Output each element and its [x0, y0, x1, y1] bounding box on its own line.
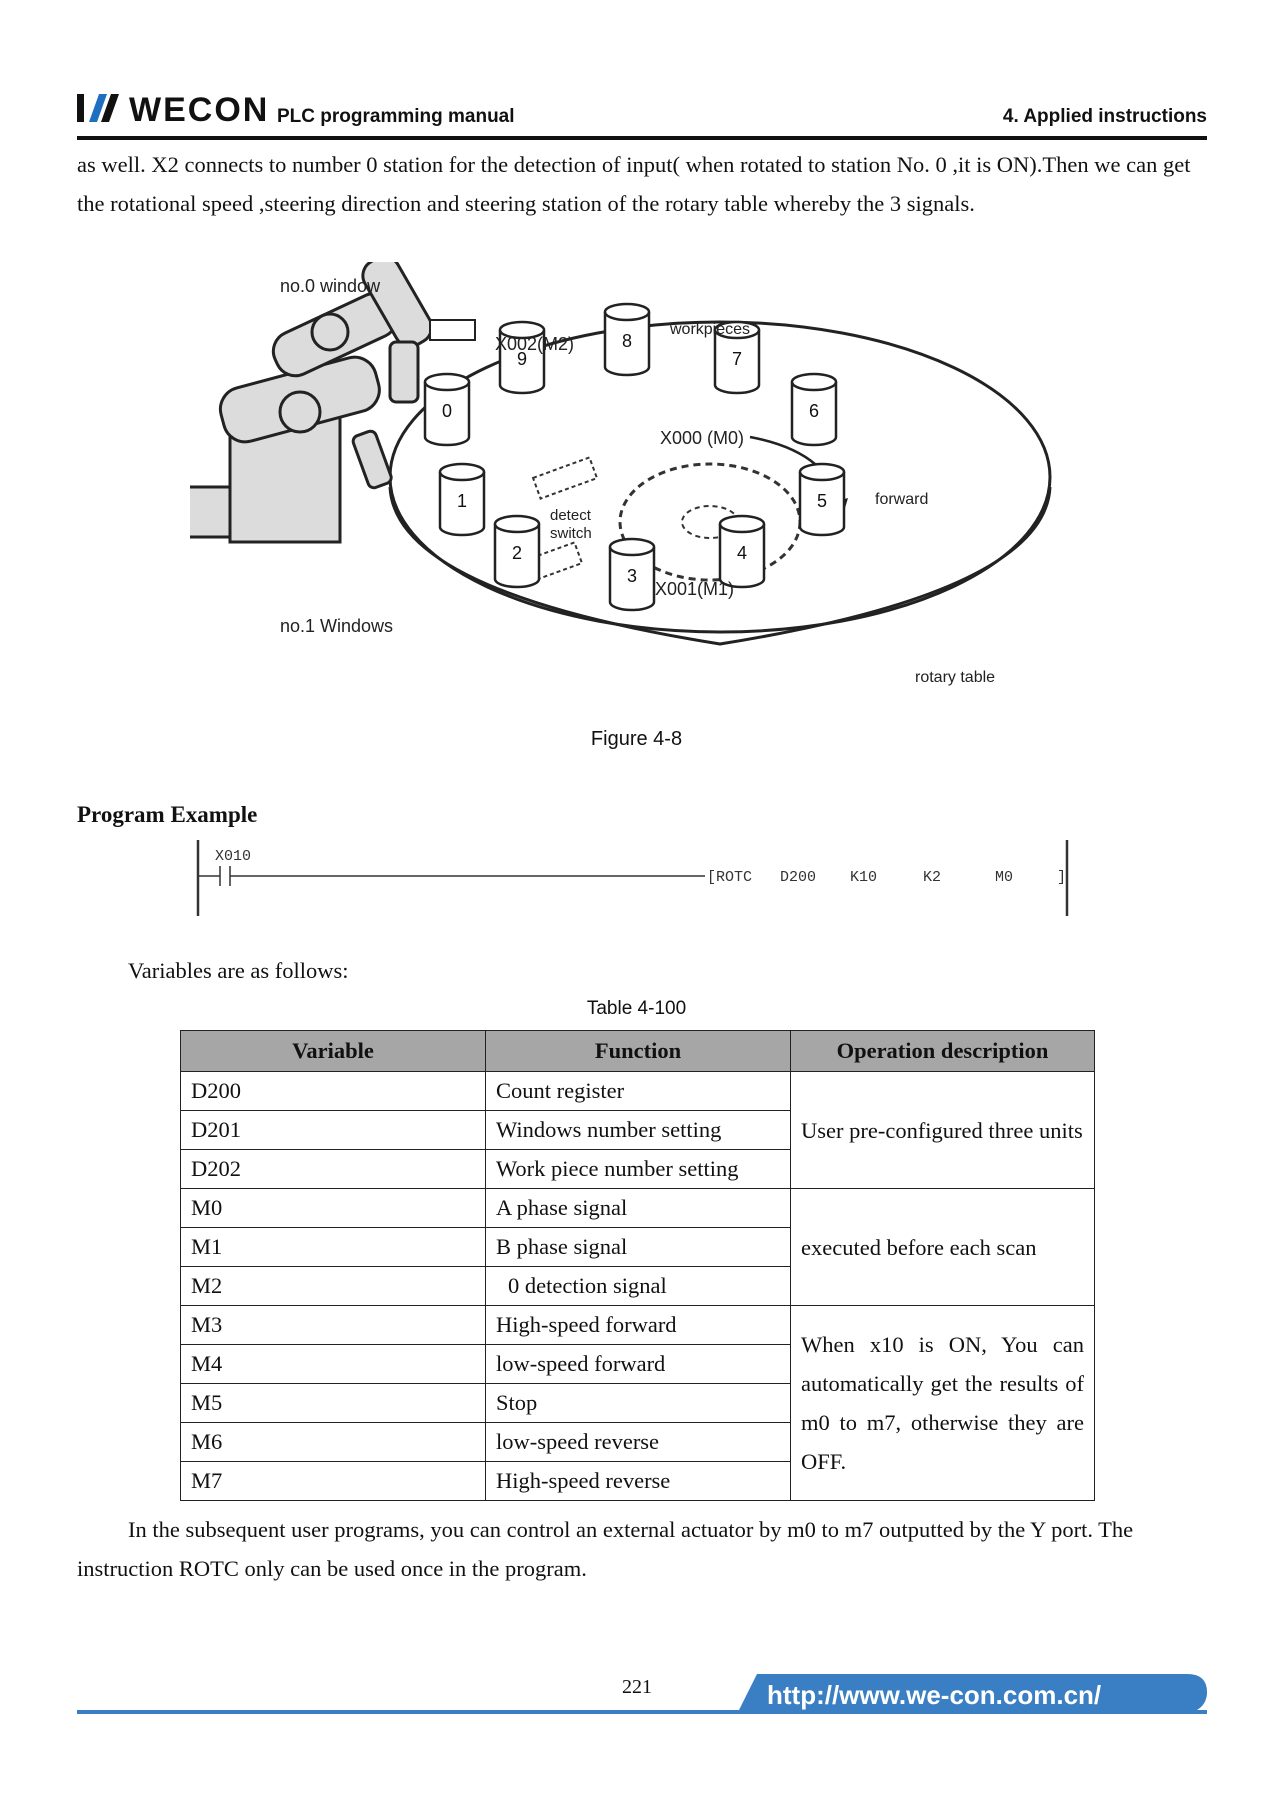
- rotary-table-figure: 0 1 2 3 4 5 6 7 8 9 no.0 window no.1 Win…: [190, 262, 1052, 686]
- svg-text:3: 3: [627, 566, 637, 586]
- svg-text:2: 2: [512, 543, 522, 563]
- footer-url-link: http://www.we-con.com.cn/: [767, 1680, 1101, 1710]
- manual-title: PLC programming manual: [277, 106, 515, 127]
- station-7: 7: [713, 320, 761, 395]
- closing-paragraph: In the subsequent user programs, you can…: [77, 1517, 1134, 1581]
- cell-function: Count register: [485, 1071, 791, 1111]
- svg-text:9: 9: [517, 349, 527, 369]
- header-function: Function: [485, 1030, 791, 1072]
- figure-caption: Figure 4-8: [590, 728, 683, 750]
- cell-variable: M7: [180, 1461, 486, 1501]
- contact-label: X010: [215, 848, 251, 865]
- cell-function: High-speed reverse: [485, 1461, 791, 1501]
- sensor-x002: [429, 319, 476, 341]
- table-row: M2 0 detection signal: [180, 1266, 1095, 1306]
- cell-variable: M0: [180, 1188, 486, 1228]
- cell-variable: D202: [180, 1149, 486, 1189]
- page-header: WECON PLC programming manual 4. Applied …: [77, 88, 1207, 136]
- operand-k2: K2: [923, 869, 941, 886]
- ladder-diagram: X010 [ROTC D200 K10 K2 M0 ]: [196, 840, 1069, 916]
- table-header-row: Variable Function Operation description: [180, 1030, 1095, 1072]
- label-no0-window: no.0 window: [280, 276, 381, 296]
- svg-text:4: 4: [737, 543, 747, 563]
- header-operation-description: Operation description: [790, 1030, 1095, 1072]
- cell-variable: M2: [180, 1266, 486, 1306]
- section-title: 4. Applied instructions: [1002, 106, 1207, 127]
- label-x000: X000 (M0): [660, 428, 744, 448]
- intro-paragraph: as well. X2 connects to number 0 station…: [77, 152, 1191, 216]
- label-no1-windows: no.1 Windows: [280, 616, 393, 636]
- svg-text:0: 0: [442, 401, 452, 421]
- instruction-close: ]: [1057, 869, 1066, 886]
- table-row: D200 Count register User pre-configured …: [180, 1071, 1095, 1189]
- cell-function: low-speed reverse: [485, 1422, 791, 1462]
- cell-variable: M3: [180, 1305, 486, 1345]
- rotary-table-rim: [388, 486, 1052, 646]
- table-row: M7 High-speed reverse: [180, 1461, 1095, 1501]
- cell-variable: D201: [180, 1110, 486, 1150]
- variables-intro: Variables are as follows:: [128, 958, 349, 983]
- table-row: M4 low-speed forward: [180, 1344, 1095, 1384]
- station-3: 3: [608, 537, 656, 612]
- cell-variable: D200: [180, 1071, 486, 1111]
- svg-text:6: 6: [809, 401, 819, 421]
- station-9: 9: [498, 320, 546, 395]
- robot-arm: [190, 262, 434, 544]
- cell-description: User pre-configured three units: [790, 1071, 1095, 1189]
- station-6: 6: [790, 372, 838, 447]
- cell-function: Work piece number setting: [485, 1149, 791, 1189]
- cell-variable: M4: [180, 1344, 486, 1384]
- page-number: 221: [622, 1676, 652, 1698]
- station-2: 2: [493, 514, 541, 589]
- label-switch: switch: [550, 525, 592, 542]
- header-divider: [77, 136, 1207, 140]
- svg-text:8: 8: [622, 331, 632, 351]
- label-rotary-table: rotary table: [915, 669, 995, 686]
- cell-function: Stop: [485, 1383, 791, 1423]
- cell-variable: M6: [180, 1422, 486, 1462]
- station-8: 8: [603, 302, 651, 377]
- station-4: 4: [718, 514, 766, 589]
- cell-function: High-speed forward: [485, 1305, 791, 1345]
- svg-text:7: 7: [732, 349, 742, 369]
- table-caption: Table 4-100: [586, 998, 687, 1019]
- label-forward: forward: [875, 491, 928, 508]
- cell-variable: M5: [180, 1383, 486, 1423]
- cell-function: low-speed forward: [485, 1344, 791, 1384]
- variables-table: Variable Function Operation description …: [180, 1030, 1095, 1501]
- station-1: 1: [438, 462, 486, 537]
- page-footer: http://www.we-con.com.cn/: [77, 1674, 1207, 1714]
- logo-text: WECON: [129, 91, 267, 126]
- table-row: D202 Work piece number setting: [180, 1149, 1095, 1189]
- operand-d200: D200: [780, 869, 816, 886]
- svg-text:5: 5: [817, 491, 827, 511]
- program-example-heading: Program Example: [77, 802, 258, 827]
- label-x001: X001(M1): [655, 579, 734, 599]
- cell-variable: M1: [180, 1227, 486, 1267]
- workpiece-cylinders: 0 1 2 3 4 5 6 7 8 9: [423, 302, 846, 612]
- cell-function: A phase signal: [485, 1188, 791, 1228]
- cell-function: B phase signal: [485, 1227, 791, 1267]
- wecon-logo: WECON: [77, 91, 267, 126]
- cell-function: Windows number setting: [485, 1110, 791, 1150]
- svg-text:1: 1: [457, 491, 467, 511]
- station-0: 0: [423, 372, 471, 447]
- header-variable: Variable: [180, 1030, 486, 1072]
- sensor-x000: [531, 456, 599, 500]
- label-x002: X002(M2): [495, 334, 574, 354]
- table-row: M3 High-speed forward When x10 is ON, Yo…: [180, 1305, 1095, 1501]
- station-5: 5: [798, 462, 846, 537]
- cell-description: executed before each scan: [790, 1188, 1095, 1306]
- table-row: M0 A phase signal executed before each s…: [180, 1188, 1095, 1306]
- operand-k10: K10: [850, 869, 877, 886]
- label-detect: detect: [550, 507, 592, 524]
- label-workpieces: workpieces: [669, 321, 750, 338]
- cell-description: When x10 is ON, You can automatically ge…: [790, 1305, 1095, 1501]
- instruction-label: [ROTC: [707, 869, 752, 886]
- operand-m0: M0: [995, 869, 1013, 886]
- cell-function: 0 detection signal: [485, 1266, 791, 1306]
